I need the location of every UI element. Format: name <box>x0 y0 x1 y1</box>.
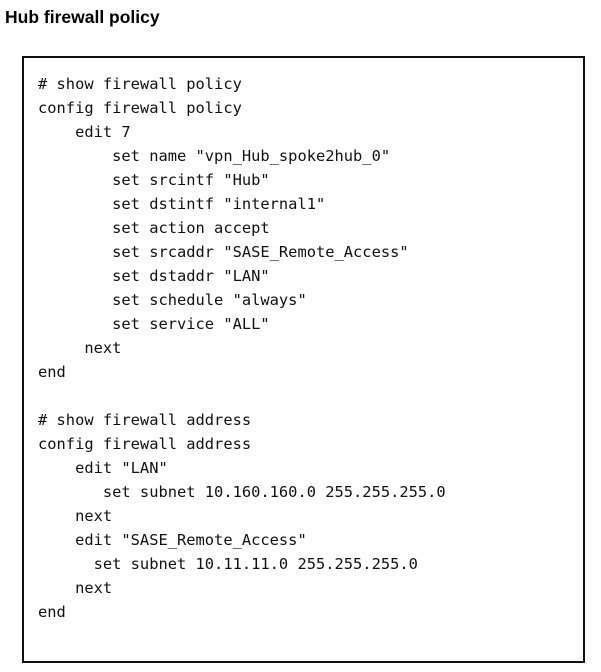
code-line: set subnet 10.160.160.0 255.255.255.0 <box>38 483 446 501</box>
code-line: set srcintf "Hub" <box>38 171 270 189</box>
page-title: Hub firewall policy <box>5 7 160 27</box>
code-line: next <box>38 579 113 597</box>
code-line: end <box>38 363 66 381</box>
code-line: set subnet 10.11.11.0 255.255.255.0 <box>38 555 418 573</box>
code-line: edit 7 <box>38 123 131 141</box>
code-line: # show firewall policy <box>38 75 242 93</box>
code-line: config firewall address <box>38 435 252 453</box>
code-line: set dstintf "internal1" <box>38 195 326 213</box>
code-line: set dstaddr "LAN" <box>38 267 270 285</box>
code-line: edit "LAN" <box>38 459 168 477</box>
code-block-container: # show firewall policy config firewall po… <box>22 56 585 663</box>
code-line: config firewall policy <box>38 99 242 117</box>
code-line: # show firewall address <box>38 411 252 429</box>
code-line: set schedule "always" <box>38 291 307 309</box>
code-line: end <box>38 603 66 621</box>
code-line: set action accept <box>38 219 270 237</box>
code-line: set srcaddr "SASE_Remote_Access" <box>38 243 409 261</box>
code-line <box>38 384 446 408</box>
code-line: set service "ALL" <box>38 315 270 333</box>
code-line: next <box>38 339 122 357</box>
code-line: set name "vpn_Hub_spoke2hub_0" <box>38 147 391 165</box>
cli-code-listing: # show firewall policy config firewall po… <box>38 72 446 624</box>
code-line: next <box>38 507 113 525</box>
code-line: edit "SASE_Remote_Access" <box>38 531 307 549</box>
